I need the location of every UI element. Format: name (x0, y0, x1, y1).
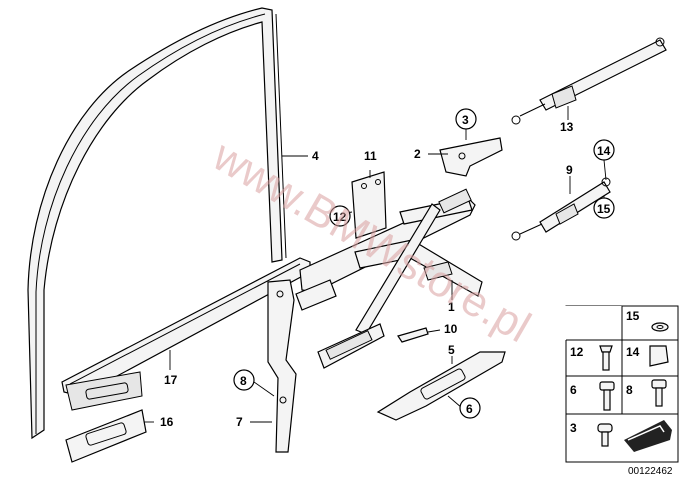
callout-6: 6 (466, 402, 473, 416)
fastener-legend: 15 12 14 6 8 3 (565, 305, 679, 463)
legend-label-3: 3 (570, 421, 577, 435)
sill-channel-part (61, 257, 311, 411)
callout-14-circle (593, 139, 615, 161)
lower-bracket-part (376, 351, 506, 421)
clip-part (397, 327, 429, 343)
callout-11: 11 (364, 149, 377, 163)
arrow-icon (624, 420, 672, 452)
callout-14: 14 (597, 144, 611, 158)
callout-15-circle (593, 197, 615, 219)
diagram-id: 00122462 (628, 466, 673, 477)
seal-bracket-part (65, 409, 147, 463)
callout-1: 1 (448, 300, 455, 314)
callout-4: 4 (312, 149, 319, 163)
legend-label-15: 15 (626, 309, 640, 323)
window-frame-part (27, 7, 287, 440)
hex-bolt-icon (651, 379, 667, 389)
callout-3-circle (455, 108, 477, 130)
callout-9: 9 (566, 163, 573, 177)
window-regulator-part (295, 188, 483, 369)
callout-12-circle (329, 205, 351, 227)
guide-rail-part (267, 279, 297, 453)
callout-17: 17 (164, 373, 178, 387)
small-bracket-part (351, 171, 387, 239)
callout-6-circle (459, 397, 481, 419)
callout-10: 10 (444, 322, 458, 336)
callout-13: 13 (560, 120, 574, 134)
legend-label-14: 14 (626, 345, 640, 359)
legend-label-8: 8 (626, 383, 633, 397)
legend-label-6: 6 (570, 383, 577, 397)
bolt-icon (599, 381, 615, 391)
callout-3: 3 (462, 113, 469, 127)
washer-icon (651, 322, 669, 332)
callout-15: 15 (597, 202, 611, 216)
callout-7: 7 (236, 415, 243, 429)
callout-5: 5 (448, 343, 455, 357)
callouts: 4 2 11 13 9 1 10 5 17 16 7 3 14 15 12 8 … (160, 108, 615, 429)
clip-nut-icon (649, 345, 669, 367)
callout-8-circle (233, 369, 255, 391)
callout-16: 16 (160, 415, 174, 429)
callout-2: 2 (414, 147, 421, 161)
screw-icon (597, 423, 613, 433)
upper-bracket-part (439, 137, 503, 177)
callout-8: 8 (240, 374, 247, 388)
gas-strut-small-part (511, 177, 611, 241)
countersunk-screw-icon (599, 345, 613, 353)
gas-strut-large-part (511, 37, 667, 125)
callout-12: 12 (333, 210, 347, 224)
legend-label-12: 12 (570, 345, 584, 359)
